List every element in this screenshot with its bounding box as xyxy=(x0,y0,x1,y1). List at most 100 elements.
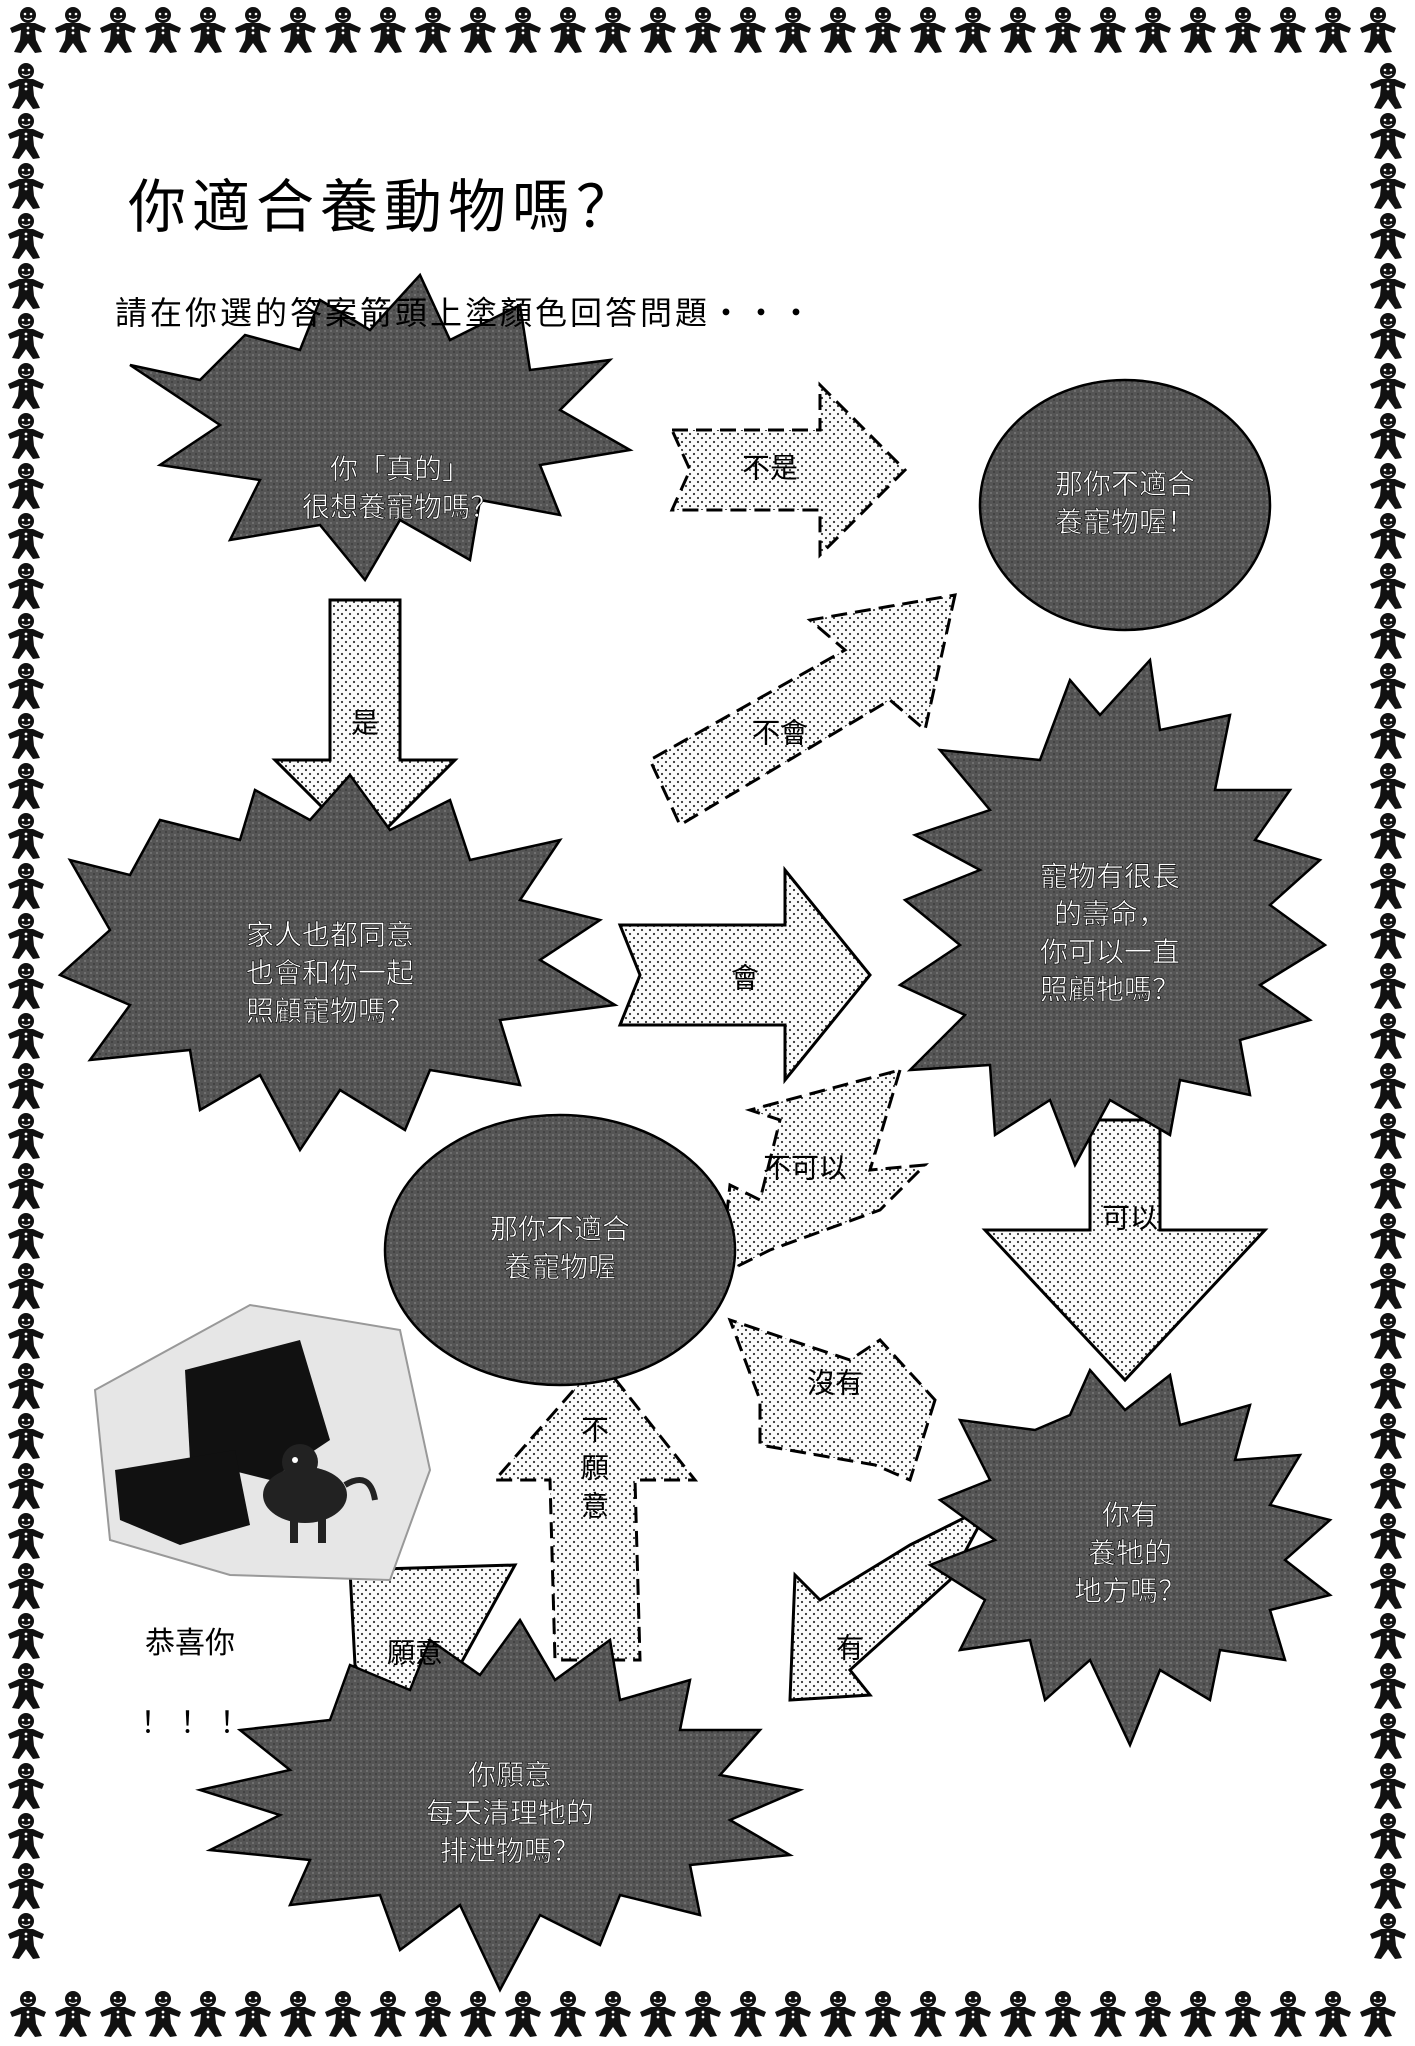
gingerbread-icon xyxy=(8,1613,44,1659)
gingerbread-icon xyxy=(8,1813,44,1859)
gingerbread-icon xyxy=(1370,1563,1406,1609)
gingerbread-icon xyxy=(1045,1991,1081,2037)
gingerbread-icon xyxy=(640,7,676,53)
arrow-q2-no-label-line: 不會 xyxy=(752,717,808,750)
gingerbread-icon xyxy=(1370,763,1406,809)
gingerbread-icon xyxy=(1135,1991,1171,2037)
arrow-q3-yes[interactable] xyxy=(985,1120,1265,1380)
gingerbread-icon xyxy=(8,1113,44,1159)
gingerbread-icon xyxy=(8,963,44,1009)
node-q4-text-line: 你有 xyxy=(1102,1499,1158,1532)
gingerbread-icon xyxy=(280,7,316,53)
node-q4-text-line: 養牠的 xyxy=(1088,1537,1172,1570)
node-q3-text-line: 你可以一直 xyxy=(1040,935,1180,968)
node-q3-text-line: 照顧牠嗎？ xyxy=(1040,973,1180,1006)
gingerbread-icon xyxy=(8,413,44,459)
arrow-q1-no-label: 不是 xyxy=(742,452,798,485)
gingerbread-icon xyxy=(325,7,361,53)
gingerbread-icon xyxy=(1370,263,1406,309)
gingerbread-icon xyxy=(1370,863,1406,909)
page-title: 你適合養動物嗎？ xyxy=(128,160,640,244)
gingerbread-icon xyxy=(505,7,541,53)
gingerbread-icon xyxy=(1370,1113,1406,1159)
gingerbread-icon xyxy=(1370,1163,1406,1209)
arrow-q2-no[interactable] xyxy=(650,595,955,825)
gingerbread-icon xyxy=(1370,1913,1406,1959)
gingerbread-icon xyxy=(1360,1991,1396,2037)
arrow-q2-no-label: 不會 xyxy=(752,717,808,750)
gingerbread-icon xyxy=(1370,1413,1406,1459)
gingerbread-icon xyxy=(8,613,44,659)
gingerbread-icon xyxy=(145,1991,181,2037)
gingerbread-icon xyxy=(8,163,44,209)
node-q5-text-line: 每天清理牠的 xyxy=(426,1797,594,1830)
gingerbread-icon xyxy=(1370,1263,1406,1309)
arrow-q3-no-label: 不可以 xyxy=(763,1152,847,1185)
arrow-q1-no-label-line: 不是 xyxy=(742,452,798,485)
gingerbread-icon xyxy=(685,1991,721,2037)
gingerbread-icon xyxy=(190,7,226,53)
gingerbread-icon xyxy=(730,1991,766,2037)
gingerbread-icon xyxy=(1225,1991,1261,2037)
gingerbread-icon xyxy=(775,7,811,53)
gingerbread-icon xyxy=(8,1363,44,1409)
gingerbread-icon xyxy=(1370,313,1406,359)
gingerbread-icon xyxy=(8,1013,44,1059)
gingerbread-icon xyxy=(955,1991,991,2037)
congrats-marks: ！ ！ ！ xyxy=(140,1706,249,1741)
gingerbread-icon xyxy=(8,313,44,359)
arrow-q2-yes-label-line: 會 xyxy=(731,962,759,995)
gingerbread-icon xyxy=(370,7,406,53)
node-q3-text-line: 寵物有很長 xyxy=(1040,860,1180,893)
gingerbread-icon xyxy=(1370,1863,1406,1909)
gingerbread-icon xyxy=(910,7,946,53)
gingerbread-icon xyxy=(1370,1663,1406,1709)
gingerbread-icon xyxy=(1370,613,1406,659)
arrow-q4-yes-label-line: 有 xyxy=(836,1632,864,1665)
gingerbread-icon xyxy=(100,7,136,53)
node-q2-text-line: 家人也都同意 xyxy=(246,919,414,952)
gingerbread-icon xyxy=(1270,7,1306,53)
pet-clipart xyxy=(95,1305,430,1580)
instruction-text: 請在你選的答案箭頭上塗顏色回答問題・・・ xyxy=(115,288,815,334)
gingerbread-icon xyxy=(415,7,451,53)
arrow-q5-no-label-line: 不 xyxy=(581,1414,609,1447)
gingerbread-icon xyxy=(145,7,181,53)
gingerbread-icon xyxy=(1135,7,1171,53)
gingerbread-icon xyxy=(1370,813,1406,859)
gingerbread-icon xyxy=(8,463,44,509)
gingerbread-icon xyxy=(8,563,44,609)
gingerbread-icon xyxy=(550,1991,586,2037)
gingerbread-icon xyxy=(8,1063,44,1109)
gingerbread-icon xyxy=(1000,1991,1036,2037)
gingerbread-icon xyxy=(1370,1313,1406,1359)
arrow-q3-yes-label-line: 可以 xyxy=(1102,1202,1158,1235)
gingerbread-icon xyxy=(55,7,91,53)
gingerbread-icon xyxy=(1180,1991,1216,2037)
gingerbread-icon xyxy=(1370,1463,1406,1509)
arrow-q4-yes[interactable] xyxy=(790,1505,990,1700)
node-q1-text-line: 很想養寵物嗎？ xyxy=(302,490,498,523)
gingerbread-icon xyxy=(1370,513,1406,559)
node-q3-text-line: 的壽命， xyxy=(1054,898,1166,931)
gingerbread-icon xyxy=(865,7,901,53)
arrow-q1-yes-label-line: 是 xyxy=(351,707,379,740)
gingerbread-icon xyxy=(1370,1013,1406,1059)
arrow-q5-no-label: 不願意 xyxy=(581,1414,609,1523)
gingerbread-icon xyxy=(190,1991,226,2037)
gingerbread-icon xyxy=(8,1863,44,1909)
node-end-mid-text-line: 養寵物喔 xyxy=(504,1250,616,1283)
gingerbread-icon xyxy=(235,1991,271,2037)
gingerbread-icon xyxy=(8,863,44,909)
congrats-text: 恭喜你 xyxy=(145,1626,235,1661)
arrow-q4-no[interactable] xyxy=(730,1320,935,1480)
gingerbread-icon xyxy=(55,1991,91,2037)
gingerbread-icon xyxy=(550,7,586,53)
gingerbread-icon xyxy=(415,1991,451,2037)
gingerbread-icon xyxy=(775,1991,811,2037)
gingerbread-icon xyxy=(8,63,44,109)
gingerbread-icon xyxy=(595,1991,631,2037)
gingerbread-icon xyxy=(8,113,44,159)
gingerbread-icon xyxy=(1370,213,1406,259)
gingerbread-icon xyxy=(8,1213,44,1259)
